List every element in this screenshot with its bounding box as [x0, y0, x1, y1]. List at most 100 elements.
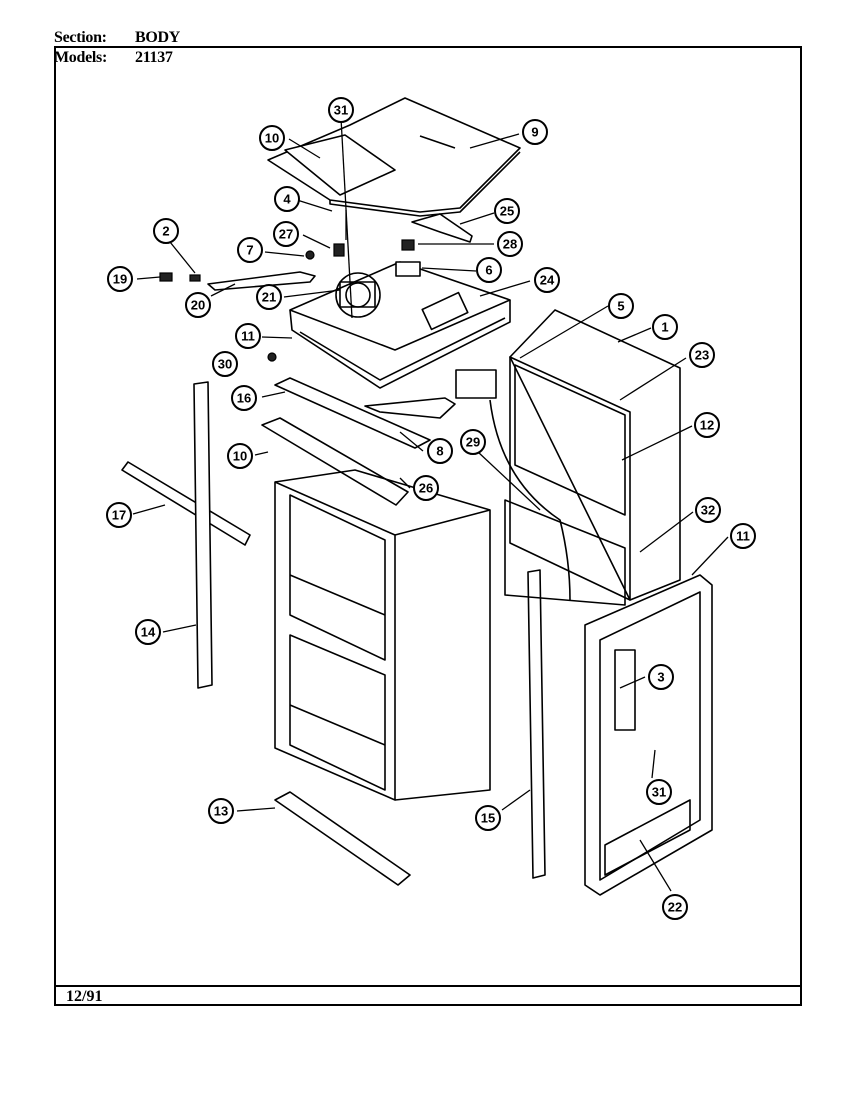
callout-16: 16 — [231, 385, 257, 411]
part-14-trim — [193, 381, 213, 689]
part-24-burner-box — [289, 261, 511, 389]
part-10-plate — [284, 134, 396, 196]
callout-label: 27 — [279, 227, 293, 242]
part-13-trim — [274, 791, 411, 886]
callout-12: 12 — [694, 412, 720, 438]
part-17-trim — [121, 461, 251, 546]
callout-label: 28 — [503, 237, 517, 252]
footer-date: 12/91 — [66, 988, 103, 1005]
callout-label: 7 — [246, 243, 253, 258]
callout-9a: 9 — [522, 119, 548, 145]
callout-label: 5 — [617, 299, 624, 314]
callout-label: 12 — [700, 418, 714, 433]
callout-label: 23 — [695, 348, 709, 363]
part-20-arm — [207, 271, 316, 291]
callout-22: 22 — [662, 894, 688, 920]
callout-label: 11 — [736, 529, 750, 544]
callout-3: 3 — [648, 664, 674, 690]
callout-26: 26 — [413, 475, 439, 501]
models-value: 21137 — [135, 49, 173, 66]
leader-lines — [132, 117, 729, 892]
callout-label: 21 — [262, 290, 276, 305]
callout-6: 6 — [476, 257, 502, 283]
callout-27: 27 — [273, 221, 299, 247]
callout-11a: 11 — [235, 323, 261, 349]
callout-21: 21 — [256, 284, 282, 310]
callout-17: 17 — [106, 502, 132, 528]
part-6-part — [395, 261, 421, 277]
callout-label: 13 — [214, 804, 228, 819]
callout-label: 17 — [112, 508, 126, 523]
callout-20: 20 — [185, 292, 211, 318]
callout-label: 19 — [113, 272, 127, 287]
part-25-bracket — [411, 213, 473, 243]
part-28-part — [401, 239, 415, 251]
callout-32: 32 — [695, 497, 721, 523]
part-1-wrap — [504, 309, 681, 606]
callout-label: 2 — [162, 224, 169, 239]
callout-10b: 10 — [227, 443, 253, 469]
callout-label: 11 — [241, 329, 255, 344]
models-label: Models: — [54, 49, 108, 66]
callout-19: 19 — [107, 266, 133, 292]
part-27-part — [333, 243, 345, 257]
callout-label: 24 — [540, 273, 555, 288]
callout-8: 8 — [427, 438, 453, 464]
callout-5: 5 — [608, 293, 634, 319]
callout-1: 1 — [652, 314, 678, 340]
part-11-front-frame — [584, 574, 713, 896]
part-7-part — [305, 250, 315, 260]
callout-14: 14 — [135, 619, 161, 645]
part-8-tube — [364, 397, 456, 419]
callout-29: 29 — [460, 429, 486, 455]
callout-24: 24 — [534, 267, 560, 293]
callout-label: 1 — [661, 320, 668, 335]
callout-label: 14 — [141, 625, 156, 640]
section-value: BODY — [135, 29, 181, 46]
callout-11b: 11 — [730, 523, 756, 549]
callout-label: 15 — [481, 811, 495, 826]
callout-31b: 31 — [646, 779, 672, 805]
part-19-plug — [159, 272, 173, 282]
part-16-rail — [274, 377, 431, 449]
callout-31a: 31 — [328, 97, 354, 123]
callout-28: 28 — [497, 231, 523, 257]
callout-label: 31 — [334, 103, 348, 118]
part-2-connector — [189, 274, 201, 282]
callout-label: 3 — [657, 670, 664, 685]
callout-label: 16 — [237, 391, 251, 406]
footer-divider — [54, 985, 802, 987]
part-15-trim — [527, 569, 546, 879]
callout-label: 25 — [500, 204, 514, 219]
callout-2: 2 — [153, 218, 179, 244]
callout-label: 30 — [218, 357, 232, 372]
callout-label: 8 — [436, 444, 443, 459]
callout-4: 4 — [274, 186, 300, 212]
callout-label: 4 — [283, 192, 291, 207]
callout-label: 29 — [466, 435, 480, 450]
part-29-tube — [489, 399, 571, 601]
callout-label: 26 — [419, 481, 433, 496]
callout-label: 22 — [668, 900, 682, 915]
callout-23: 23 — [689, 342, 715, 368]
callout-13: 13 — [208, 798, 234, 824]
callout-30: 30 — [212, 351, 238, 377]
callout-label: 20 — [191, 298, 205, 313]
section-label: Section: — [54, 29, 107, 46]
callout-label: 10 — [265, 131, 279, 146]
callout-label: 10 — [233, 449, 247, 464]
part-30-screw — [267, 352, 277, 362]
callout-label: 31 — [652, 785, 666, 800]
callout-label: 6 — [485, 263, 492, 278]
diagram-frame — [54, 46, 802, 1006]
callout-15: 15 — [475, 805, 501, 831]
part-10-rail — [261, 417, 409, 506]
callout-label: 9 — [531, 125, 538, 140]
callout-7: 7 — [237, 237, 263, 263]
callout-label: 32 — [701, 503, 715, 518]
oven-body — [274, 469, 491, 801]
callout-25: 25 — [494, 198, 520, 224]
part-5-block — [455, 369, 497, 399]
callout-10a: 10 — [259, 125, 285, 151]
